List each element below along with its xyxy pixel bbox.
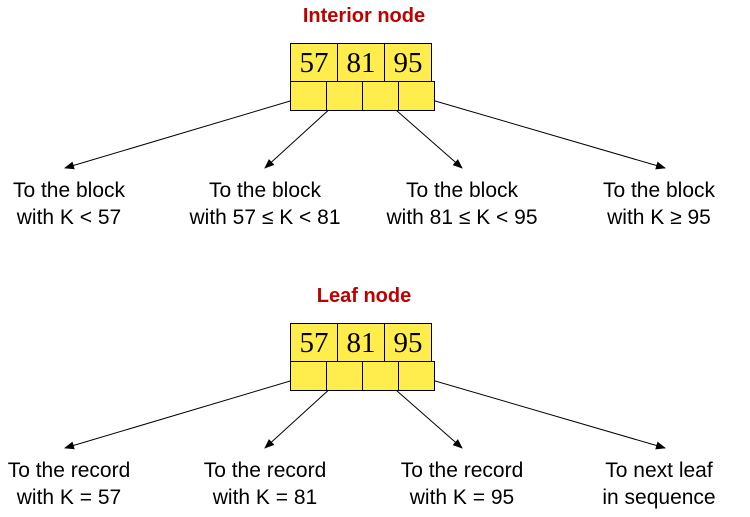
- interior-key-1: 57: [290, 43, 338, 82]
- leaf-pointer-row: [290, 361, 435, 391]
- leaf-target-1-line1: To the record: [7, 459, 131, 482]
- leaf-arrow-4: [417, 375, 666, 450]
- interior-key-3: 95: [384, 43, 432, 82]
- interior-pointer-4: [398, 81, 435, 111]
- interior-target-1-line2: with K < 57: [16, 206, 122, 229]
- leaf-target-3-line1: To the record: [400, 459, 524, 482]
- interior-target-2: To the block with 57 ≤ K < 81: [170, 177, 360, 231]
- leaf-target-3-line2: with K = 95: [409, 486, 515, 509]
- leaf-target-4: To next leaf in sequence: [564, 457, 750, 511]
- leaf-target-1-line2: with K = 57: [16, 486, 122, 509]
- leaf-target-3: To the record with K = 95: [367, 457, 557, 511]
- leaf-pointer-4: [398, 361, 435, 391]
- interior-target-1-line1: To the block: [12, 179, 126, 202]
- interior-target-4: To the block with K ≥ 95: [564, 177, 750, 231]
- interior-pointer-row: [290, 81, 435, 111]
- leaf-key-1: 57: [290, 323, 338, 362]
- leaf-target-1: To the record with K = 57: [0, 457, 164, 511]
- leaf-pointer-3: [362, 361, 399, 391]
- leaf-node-title: Leaf node: [316, 285, 412, 307]
- interior-target-4-line2: with K ≥ 95: [607, 206, 711, 229]
- leaf-target-4-line1: To next leaf: [605, 459, 713, 482]
- interior-pointer-1: [290, 81, 327, 111]
- interior-pointer-3: [362, 81, 399, 111]
- leaf-key-row: 57 81 95: [290, 323, 432, 362]
- interior-key-row: 57 81 95: [290, 43, 432, 82]
- leaf-target-2-line1: To the record: [203, 459, 327, 482]
- leaf-target-4-line2: in sequence: [602, 486, 716, 509]
- interior-arrow-4: [417, 95, 666, 170]
- interior-key-2: 81: [337, 43, 385, 82]
- interior-target-2-line1: To the block: [208, 179, 322, 202]
- interior-arrow-1: [64, 95, 308, 170]
- interior-target-3-line1: To the block: [405, 179, 519, 202]
- leaf-target-2: To the record with K = 81: [170, 457, 360, 511]
- interior-target-3-line2: with 81 ≤ K < 95: [386, 206, 538, 229]
- interior-node-title: Interior node: [302, 5, 426, 27]
- leaf-arrow-1: [64, 375, 308, 450]
- interior-pointer-2: [326, 81, 363, 111]
- leaf-key-2: 81: [337, 323, 385, 362]
- interior-target-1: To the block with K < 57: [0, 177, 164, 231]
- leaf-key-3: 95: [384, 323, 432, 362]
- leaf-pointer-1: [290, 361, 327, 391]
- interior-target-3: To the block with 81 ≤ K < 95: [367, 177, 557, 231]
- leaf-target-2-line2: with K = 81: [212, 486, 318, 509]
- interior-target-4-line1: To the block: [602, 179, 716, 202]
- leaf-pointer-2: [326, 361, 363, 391]
- interior-target-2-line2: with 57 ≤ K < 81: [189, 206, 341, 229]
